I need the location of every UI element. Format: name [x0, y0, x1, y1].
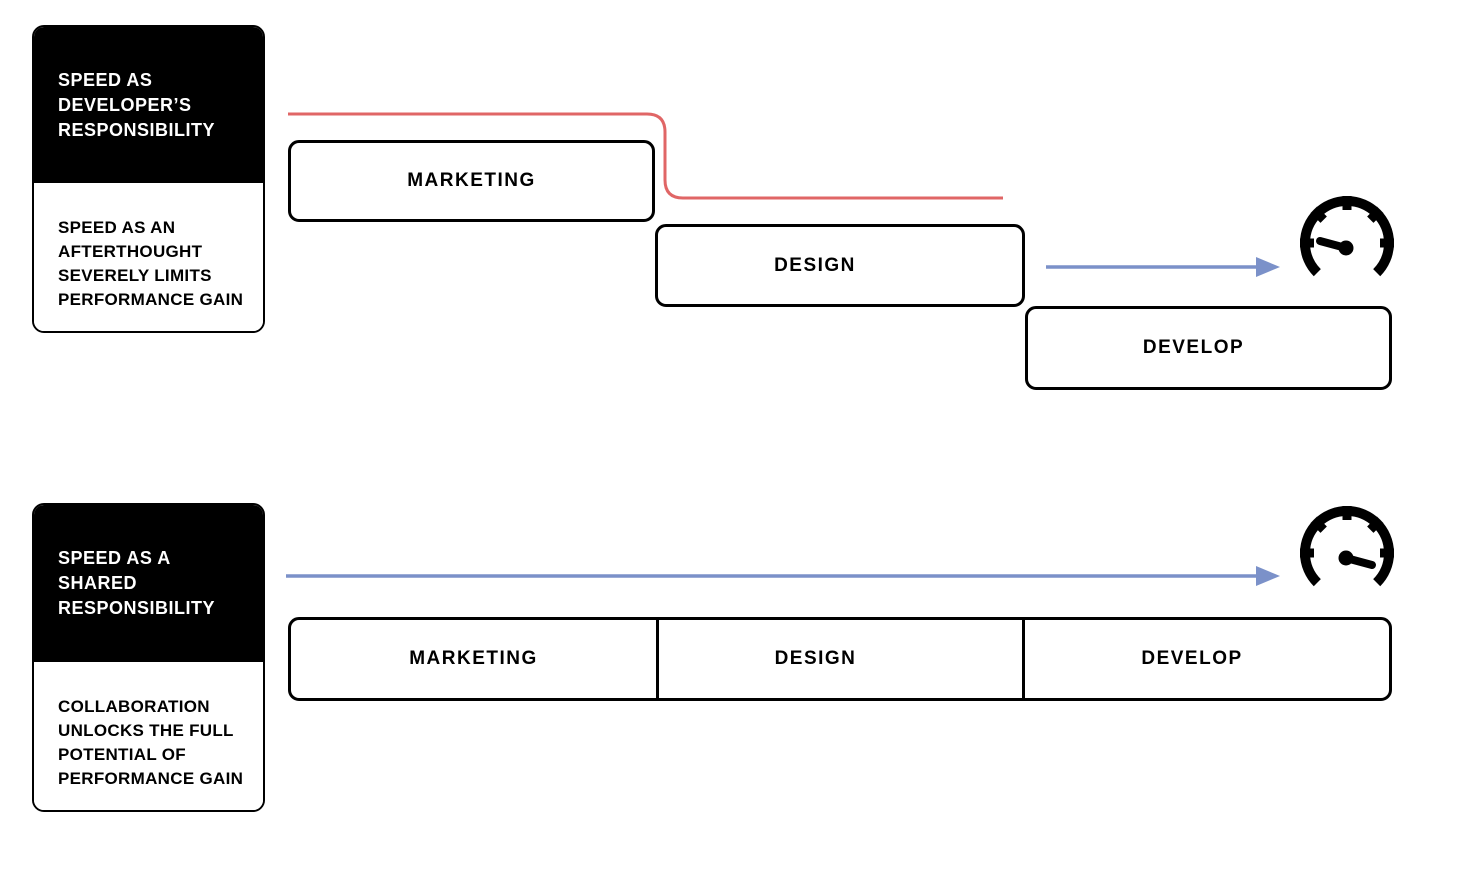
waterfall-card-body: SPEED AS AN AFTERTHOUGHT SEVERELY LIMITS… [34, 183, 263, 331]
waterfall-speed-arrow [1046, 257, 1280, 277]
shared-phase-cell-design: DESIGN [656, 620, 1022, 698]
speedometer-high-icon [1300, 506, 1394, 587]
phase-label: DESIGN [774, 254, 856, 276]
shared-phase-cell-marketing: MARKETING [291, 620, 656, 698]
shared-speed-arrow [286, 566, 1280, 586]
phase-label: MARKETING [409, 648, 538, 669]
waterfall-summary-card: SPEED AS DEVELOPER’S RESPONSIBILITY SPEE… [32, 25, 265, 333]
phase-label: MARKETING [407, 170, 536, 191]
shared-card-title: SPEED AS A SHARED RESPONSIBILITY [58, 548, 216, 618]
shared-card-header: SPEED AS A SHARED RESPONSIBILITY [34, 505, 263, 662]
waterfall-phase-box-design: DESIGN [655, 224, 1025, 307]
waterfall-card-title: SPEED AS DEVELOPER’S RESPONSIBILITY [58, 69, 216, 140]
waterfall-card-description: SPEED AS AN AFTERTHOUGHT SEVERELY LIMITS… [58, 218, 244, 309]
shared-card-body: COLLABORATION UNLOCKS THE FULL POTENTIAL… [34, 662, 263, 810]
shared-card-description: COLLABORATION UNLOCKS THE FULL POTENTIAL… [58, 697, 244, 788]
shared-summary-card: SPEED AS A SHARED RESPONSIBILITY COLLABO… [32, 503, 265, 812]
waterfall-phase-box-marketing: MARKETING [288, 140, 655, 222]
speedometer-low-icon [1300, 196, 1394, 277]
waterfall-phase-box-develop: DEVELOP [1025, 306, 1392, 390]
shared-phase-cell-develop: DEVELOP [1022, 620, 1389, 698]
shared-phase-bar: MARKETING DESIGN DEVELOP [288, 617, 1392, 701]
waterfall-card-header: SPEED AS DEVELOPER’S RESPONSIBILITY [34, 27, 263, 183]
phase-label: DEVELOP [1141, 648, 1243, 669]
phase-label: DEVELOP [1142, 337, 1245, 358]
phase-label: DESIGN [774, 648, 857, 669]
